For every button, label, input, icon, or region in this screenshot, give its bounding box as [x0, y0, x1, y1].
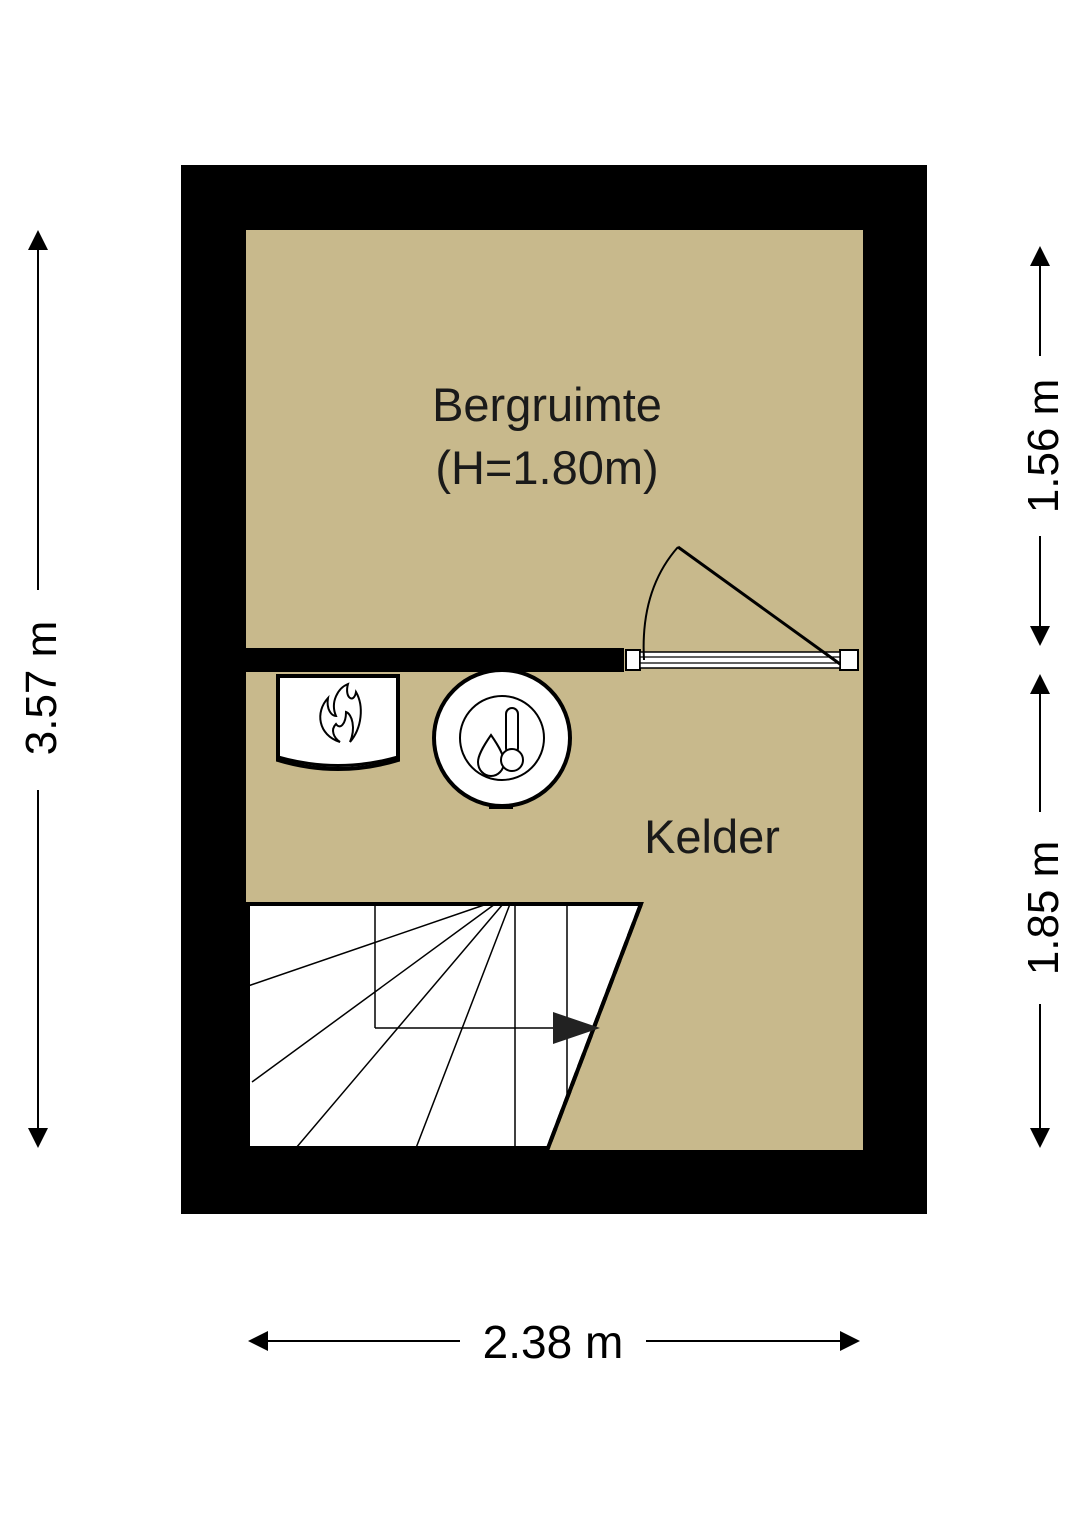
storage-room-label: Bergruimte: [432, 378, 662, 431]
dimension-cellar-depth: 1.85 m: [1019, 674, 1068, 1148]
cellar-room-label: Kelder: [644, 810, 780, 863]
boiler-unit: [276, 674, 400, 771]
storage-depth-label: 1.56 m: [1019, 379, 1068, 514]
interior-wall: [246, 648, 624, 672]
stairs-icon: [246, 902, 644, 1150]
storage-floor: [246, 230, 863, 648]
water-heater: [432, 668, 572, 809]
dimension-storage-depth: 1.56 m: [1019, 246, 1068, 646]
flame-icon: [319, 682, 362, 743]
dimension-width: 2.38 m: [248, 1316, 860, 1368]
stairs-direction-arrow: [553, 1012, 600, 1044]
door-swing-icon: [642, 546, 679, 661]
door-leaf: [677, 545, 841, 666]
cellar-depth-label: 1.85 m: [1019, 841, 1068, 976]
dimension-total-height: 3.57 m: [17, 230, 66, 1148]
width-label: 2.38 m: [483, 1316, 624, 1368]
door[interactable]: [624, 545, 863, 672]
storage-height-note: (H=1.80m): [435, 441, 658, 494]
thermometer-drop-icon: [476, 707, 524, 778]
total-height-label: 3.57 m: [17, 621, 66, 756]
